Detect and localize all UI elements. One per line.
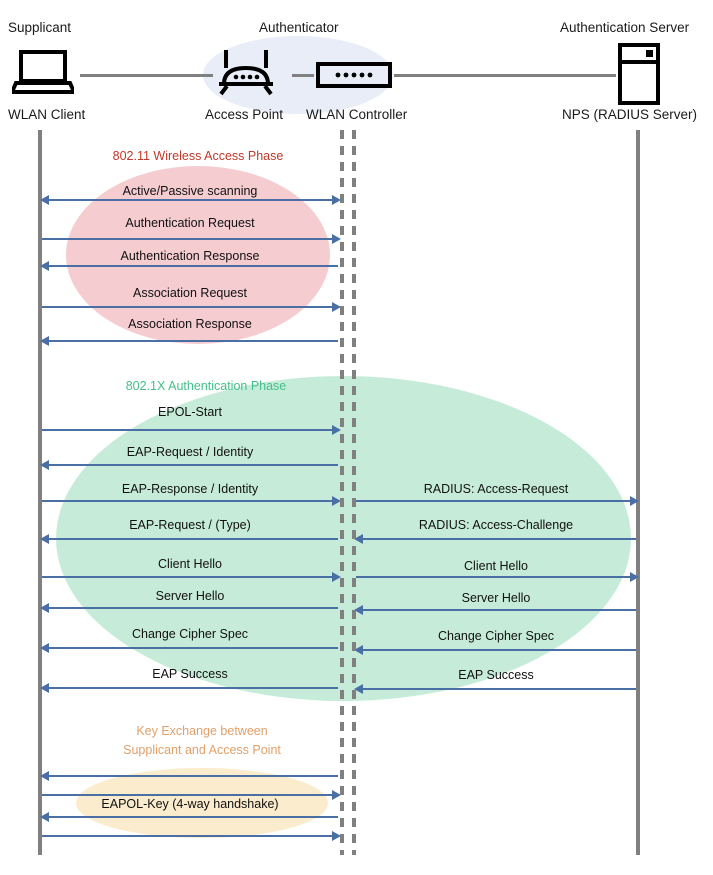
msg-arrowhead-radius-access-challenge (354, 534, 363, 544)
msg-label-change-cipher-spec-right: Change Cipher Spec (437, 629, 555, 643)
role-title-supplicant: Supplicant (8, 20, 72, 35)
phase-caption-dot1x: 802.1X Authentication Phase (125, 379, 287, 393)
msg-arrow-eap-request-identity (42, 464, 338, 466)
phase-caption-key-exchange: Key Exchange between Supplicant and Acce… (82, 722, 322, 760)
msg-arrow-eap-success-left (42, 687, 338, 689)
msg-arrow-eapol-key-3 (42, 816, 338, 818)
lifeline-wlan-controller (352, 130, 356, 855)
msg-label-epol-start: EPOL-Start (158, 405, 222, 419)
msg-arrowhead-client-hello-left (332, 572, 341, 582)
msg-arrowhead-radius-access-request (630, 496, 639, 506)
msg-label-server-hello-right: Server Hello (461, 591, 531, 605)
msg-arrow-eap-response-identity (42, 500, 338, 502)
msg-arrowhead-epol-start (332, 425, 341, 435)
msg-arrowhead-eapol-key-4 (332, 831, 341, 841)
msg-arrow-authentication-request (42, 238, 338, 240)
msg-arrowhead-authentication-request (332, 234, 341, 244)
msg-label-authentication-response: Authentication Response (120, 249, 260, 263)
msg-arrowhead-change-cipher-spec-left (40, 643, 49, 653)
msg-arrow-eapol-key-1 (42, 775, 338, 777)
msg-label-eap-response-identity: EAP-Response / Identity (121, 482, 259, 496)
lifeline-supplicant (38, 130, 42, 855)
msg-arrowhead-client-hello-right (630, 572, 639, 582)
msg-label-client-hello-right: Client Hello (464, 559, 528, 573)
msg-arrow-server-hello-left (42, 607, 338, 609)
msg-arrowhead-server-hello-right (354, 605, 363, 615)
msg-arrow-eapol-key-2 (42, 794, 338, 796)
msg-arrow-client-hello-right (356, 576, 636, 578)
msg-arrowhead-eap-success-left (40, 683, 49, 693)
msg-label-active-passive-scanning: Active/Passive scanning (122, 184, 258, 198)
lifeline-auth-server (636, 130, 640, 855)
lifeline-access-point (340, 130, 344, 855)
laptop-icon (8, 50, 78, 99)
msg-label-server-hello-left: Server Hello (155, 589, 225, 603)
msg-arrow-association-request (42, 306, 338, 308)
msg-label-eap-request-type: EAP-Request / (Type) (129, 518, 251, 532)
msg-arrow-eap-request-type (42, 538, 338, 540)
msg-arrowhead-server-hello-left (40, 603, 49, 613)
msg-label-authentication-request: Authentication Request (125, 216, 255, 230)
msg-label-eap-success-left: EAP Success (152, 667, 228, 681)
phase-caption-wireless-access: 802.11 Wireless Access Phase (112, 149, 284, 163)
msg-label-change-cipher-spec-left: Change Cipher Spec (131, 627, 249, 641)
msg-label-association-response: Association Response (128, 317, 252, 331)
link-ap-to-controller (292, 74, 314, 77)
msg-arrowhead-eap-success-right (354, 684, 363, 694)
msg-arrowhead-eapol-key-3 (40, 812, 49, 822)
link-controller-to-server (394, 74, 616, 77)
role-title-auth-server: Authentication Server (560, 20, 690, 35)
msg-arrowhead-eap-request-identity (40, 460, 49, 470)
msg-arrowhead-authentication-response (40, 261, 49, 271)
msg-arrow-eapol-key-4 (42, 835, 338, 837)
msg-label-eap-success-right: EAP Success (458, 668, 534, 682)
phase-blob-key-exchange (76, 768, 328, 838)
phase-caption-key-exchange-line2: Supplicant and Access Point (123, 743, 281, 757)
msg-label-radius-access-challenge: RADIUS: Access-Challenge (418, 518, 574, 532)
msg-arrow-change-cipher-spec-left (42, 647, 338, 649)
node-label-access-point: Access Point (205, 107, 284, 122)
msg-arrow-eap-success-right (356, 688, 636, 690)
msg-arrowhead-change-cipher-spec-right (354, 645, 363, 655)
msg-arrow-radius-access-challenge (356, 538, 636, 540)
msg-arrowhead-association-response (40, 336, 49, 346)
msg-arrowhead-eap-request-type (40, 534, 49, 544)
node-label-wlan-controller: WLAN Controller (306, 107, 408, 122)
msg-arrowhead-left-active-passive-scanning (40, 195, 49, 205)
phase-caption-key-exchange-line1: Key Exchange between (136, 724, 268, 738)
msg-arrow-epol-start (42, 429, 338, 431)
msg-arrow-change-cipher-spec-right (356, 649, 636, 651)
link-client-to-ap (80, 74, 213, 77)
msg-label-eapol-key-4way-handshake: EAPOL-Key (4-way handshake) (101, 797, 279, 811)
msg-arrowhead-eapol-key-1 (40, 771, 49, 781)
phase-blob-wireless-access (66, 166, 330, 344)
msg-label-eap-request-identity: EAP-Request / Identity (126, 445, 254, 459)
msg-arrowhead-association-request (332, 302, 341, 312)
msg-arrow-server-hello-right (356, 609, 636, 611)
wlan-controller-icon (316, 62, 392, 93)
msg-label-radius-access-request: RADIUS: Access-Request (423, 482, 569, 496)
msg-arrow-radius-access-request (356, 500, 636, 502)
msg-arrow-association-response (42, 340, 338, 342)
msg-label-client-hello-left: Client Hello (158, 557, 222, 571)
access-point-icon (215, 48, 277, 101)
msg-arrowhead-eapol-key-2 (332, 790, 341, 800)
msg-arrow-authentication-response (42, 265, 338, 267)
server-icon (618, 43, 660, 110)
msg-arrowhead-eap-response-identity (332, 496, 341, 506)
msg-label-association-request: Association Request (133, 286, 247, 300)
msg-arrow-active-passive-scanning (42, 199, 338, 201)
msg-arrow-client-hello-left (42, 576, 338, 578)
msg-arrowhead-right-active-passive-scanning (332, 195, 341, 205)
role-title-authenticator: Authenticator (259, 20, 339, 35)
node-label-nps-radius-server: NPS (RADIUS Server) (562, 107, 698, 122)
node-label-wlan-client: WLAN Client (8, 107, 86, 122)
